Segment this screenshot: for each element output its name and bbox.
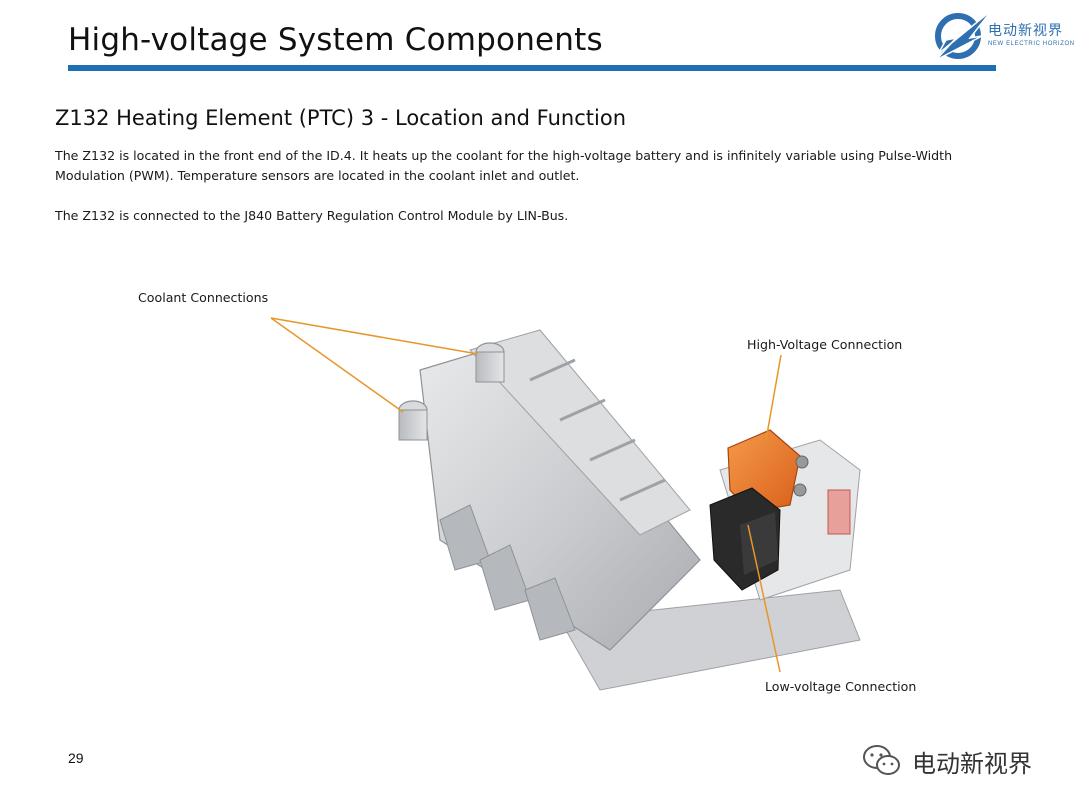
- logo-name-en: NEW ELECTRIC HORIZON: [988, 41, 1075, 47]
- low-voltage-connection-label: Low-voltage Connection: [765, 679, 917, 694]
- page-number: 29: [68, 750, 84, 766]
- watermark-text: 电动新视界: [912, 750, 1032, 778]
- section-title: Z132 Heating Element (PTC) 3 - Location …: [55, 106, 626, 130]
- wechat-icon: [863, 745, 900, 775]
- connection-paragraph: The Z132 is connected to the J840 Batter…: [55, 208, 569, 223]
- logo-name-cn: 电动新视界: [988, 23, 1063, 39]
- lightning-globe-logo-icon: [935, 9, 993, 60]
- high-voltage-connection-label: High-Voltage Connection: [747, 337, 903, 352]
- slide-title: High-voltage System Components: [68, 22, 603, 58]
- title-rule: [68, 65, 996, 71]
- coolant-connections-label: Coolant Connections: [138, 290, 269, 305]
- description-paragraph: The Z132 is located in the front end of …: [55, 148, 953, 183]
